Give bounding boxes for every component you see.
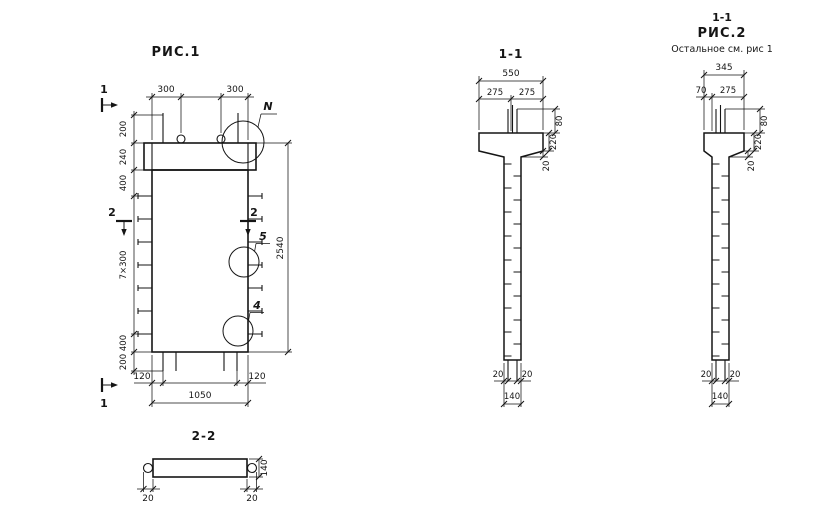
fig2-dim-220-label: 220 — [754, 134, 764, 150]
fig1-cap-outline — [143, 142, 257, 171]
fig1: РИС.1 300 300 200 240 400 7×300 400 200 … — [100, 45, 292, 410]
fig1-section2-right-label: 2 — [250, 206, 258, 219]
section11-dim-220-label: 220 — [549, 134, 559, 150]
section-1-1: 1-1 550 275 275 80 220 20 20 20 140 — [475, 47, 565, 408]
fig1-dim-ticks — [130, 93, 292, 407]
fig2: 1-1 РИС.2 Остальное см. рис 1 345 70 275… — [671, 11, 773, 408]
section11-dim-20-taper-label: 20 — [542, 161, 552, 172]
fig1-dim-400-top-label: 400 — [119, 175, 129, 191]
fig1-dim-300-right-label: 300 — [226, 85, 243, 95]
fig1-detail-4-label: 4 — [252, 299, 261, 312]
section11-rebar-lines — [507, 105, 518, 381]
section22-title: 2-2 — [192, 429, 217, 443]
fig1-left-rebar-ticks — [137, 193, 152, 337]
section22-dim-ticks — [140, 455, 263, 493]
fig2-dim-20-right-label: 20 — [730, 370, 741, 380]
fig1-lifting-loop-left — [176, 134, 186, 144]
fig1-bottom-rebar — [162, 352, 238, 371]
fig2-column-outline — [703, 132, 745, 361]
section22-dim-140-label: 140 — [260, 459, 270, 476]
section11-dim-140-label: 140 — [504, 392, 520, 402]
section-2-2: 2-2 140 20 20 — [137, 429, 270, 504]
fig1-dim-2540-label: 2540 — [276, 236, 286, 259]
fig1-top-rebar-stubs — [162, 113, 239, 143]
fig1-section1-top-label: 1 — [100, 83, 108, 96]
section11-stem-ladder-marks — [504, 163, 521, 357]
fig1-top-dim-lines — [146, 93, 254, 140]
fig1-dim-200-top-label: 200 — [119, 121, 129, 137]
fig1-section2-left-arrowhead — [121, 229, 127, 236]
section11-title: 1-1 — [499, 47, 524, 61]
section11-dim-275-left-label: 275 — [487, 88, 503, 98]
section11-dim-550-label: 550 — [502, 69, 519, 79]
fig1-section2-left-label: 2 — [108, 206, 116, 219]
section22-dim-20-right-label: 20 — [246, 494, 258, 504]
fig1-detail-5-label: 5 — [259, 230, 267, 243]
fig2-dim-80-label: 80 — [760, 116, 770, 127]
fig2-dim-20-left-label: 20 — [701, 370, 712, 380]
fig1-dim-120-right-label: 120 — [248, 372, 265, 382]
fig1-right-dim-lines — [248, 142, 292, 353]
fig2-dim-20-taper-label: 20 — [747, 161, 757, 172]
fig2-title: РИС.2 — [698, 26, 747, 41]
fig2-dim-345-label: 345 — [715, 63, 732, 73]
section22-right-hook — [246, 462, 258, 474]
fig1-left-dim-lines — [131, 111, 163, 375]
fig1-dim-240-label: 240 — [119, 149, 129, 165]
fig1-detail-circle-5 — [228, 246, 260, 278]
fig1-bottom-dim-lines — [134, 355, 266, 407]
fig1-dim-7x300-label: 7×300 — [119, 251, 129, 280]
fig1-section1-bottom-label: 1 — [100, 397, 108, 410]
fig1-lifting-loop-right — [216, 134, 226, 144]
section11-column-outline — [478, 132, 544, 361]
fig2-dim-ticks — [700, 71, 764, 408]
section11-dim-ticks — [475, 77, 559, 408]
fig1-detail-circle-N — [221, 120, 265, 164]
fig2-section-title: 1-1 — [712, 11, 732, 24]
fig2-rebar-lines — [715, 105, 726, 381]
fig1-body-through-cap-lines — [151, 143, 249, 170]
fig1-body-outline — [151, 169, 249, 353]
fig1-section1-bottom-arrowhead — [111, 382, 118, 388]
fig1-detail-N-label: N — [263, 100, 272, 113]
section11-dim-275-right-label: 275 — [519, 88, 535, 98]
fig2-dim-lines — [696, 70, 765, 407]
fig1-dim-120-left-label: 120 — [133, 372, 150, 382]
section22-dim-20-left-label: 20 — [142, 494, 154, 504]
fig1-detail-circle-4 — [222, 315, 254, 347]
section11-dim-lines — [478, 76, 560, 407]
fig1-detail-leaders — [248, 113, 277, 321]
fig1-title: РИС.1 — [152, 45, 201, 60]
fig1-right-rebar-ticks — [248, 193, 263, 337]
section11-dim-20-left-label: 20 — [493, 370, 504, 380]
fig1-dim-200-bottom-label: 200 — [119, 354, 129, 370]
fig1-section1-top-arrowhead — [111, 102, 118, 108]
section11-dim-20-right-label: 20 — [522, 370, 533, 380]
fig2-stem-ladder-marks — [712, 163, 729, 357]
fig2-subtitle: Остальное см. рис 1 — [671, 44, 773, 55]
section22-bar-outline — [152, 458, 248, 478]
fig1-dim-300-left-label: 300 — [157, 85, 174, 95]
fig1-dim-1050-label: 1050 — [189, 391, 212, 401]
fig2-dim-140-label: 140 — [712, 392, 728, 402]
fig2-dim-70-label: 70 — [696, 86, 707, 96]
fig2-dim-275-label: 275 — [720, 86, 736, 96]
section22-left-hook — [142, 462, 154, 474]
section11-dim-80-label: 80 — [555, 116, 565, 127]
fig1-section2-right-arrowhead — [245, 229, 251, 236]
section22-dim-lines — [137, 458, 263, 492]
fig1-dim-400-bottom-label: 400 — [119, 335, 129, 351]
